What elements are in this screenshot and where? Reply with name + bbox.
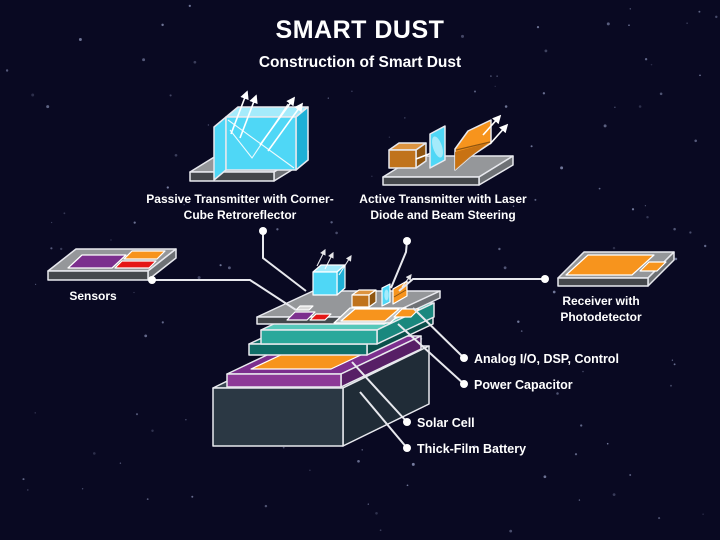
mini-photodetector-chip [393,308,420,318]
mini-corner-cube-icon [312,248,352,296]
mini-sensor-gray [295,305,314,311]
laser-diode-icon [388,142,427,169]
active-transmitter-figure [382,114,514,186]
platform-front [382,176,480,186]
platform-front [557,277,649,287]
photodetector-chip [639,261,667,272]
power-capacitor-label: Power Capacitor [474,378,573,392]
smart-dust-mote-figure [212,248,441,447]
sensors-label: Sensors [69,289,117,303]
mini-receiver-panel [340,308,400,322]
solar-connector [351,361,411,426]
passive-connector [259,227,307,292]
sensor-chip-purple [67,254,127,269]
platform-front [189,171,275,182]
receiver-label-line2: Photodetector [560,310,642,324]
receiver-connector [398,275,549,292]
receiver-figure [557,251,675,287]
lens-icon [429,125,446,169]
analog-label: Analog I/O, DSP, Control [474,352,619,366]
beam-steering-mirror-icon [454,114,509,171]
sensor-chip-red [114,260,157,269]
photodetector-panel [565,254,655,276]
mini-sensor-purple [286,311,316,321]
receiver-label-line1: Receiver with [562,294,639,308]
mini-sensor-red [309,313,332,321]
battery-connector [359,391,411,452]
page-title: SMART DUST [276,16,445,44]
sensor-chip-orange [123,250,166,260]
connectors [148,227,549,452]
passive-transmitter-label-line2: Cube Retroreflector [184,208,297,222]
passive-transmitter-figure [189,90,309,182]
platform-front [47,270,149,281]
sensors-connector [148,276,297,311]
active-connector [390,237,411,289]
active-transmitter-label-line2: Diode and Beam Steering [370,208,515,222]
passive-transmitter-label-line1: Passive Transmitter with Corner- [146,192,333,206]
mini-laser-diode-icon [351,289,377,308]
analog-connector [412,307,468,362]
page-subtitle: Construction of Smart Dust [259,54,461,71]
light-rays-icon [230,90,304,152]
thick-film-battery-label: Thick-Film Battery [417,442,526,456]
solar-cell-label: Solar Cell [417,416,475,430]
active-transmitter-label-line1: Active Transmitter with Laser [359,192,527,206]
power-connector [397,323,468,388]
mini-lens-icon [381,283,391,307]
sensors-figure [47,248,177,281]
